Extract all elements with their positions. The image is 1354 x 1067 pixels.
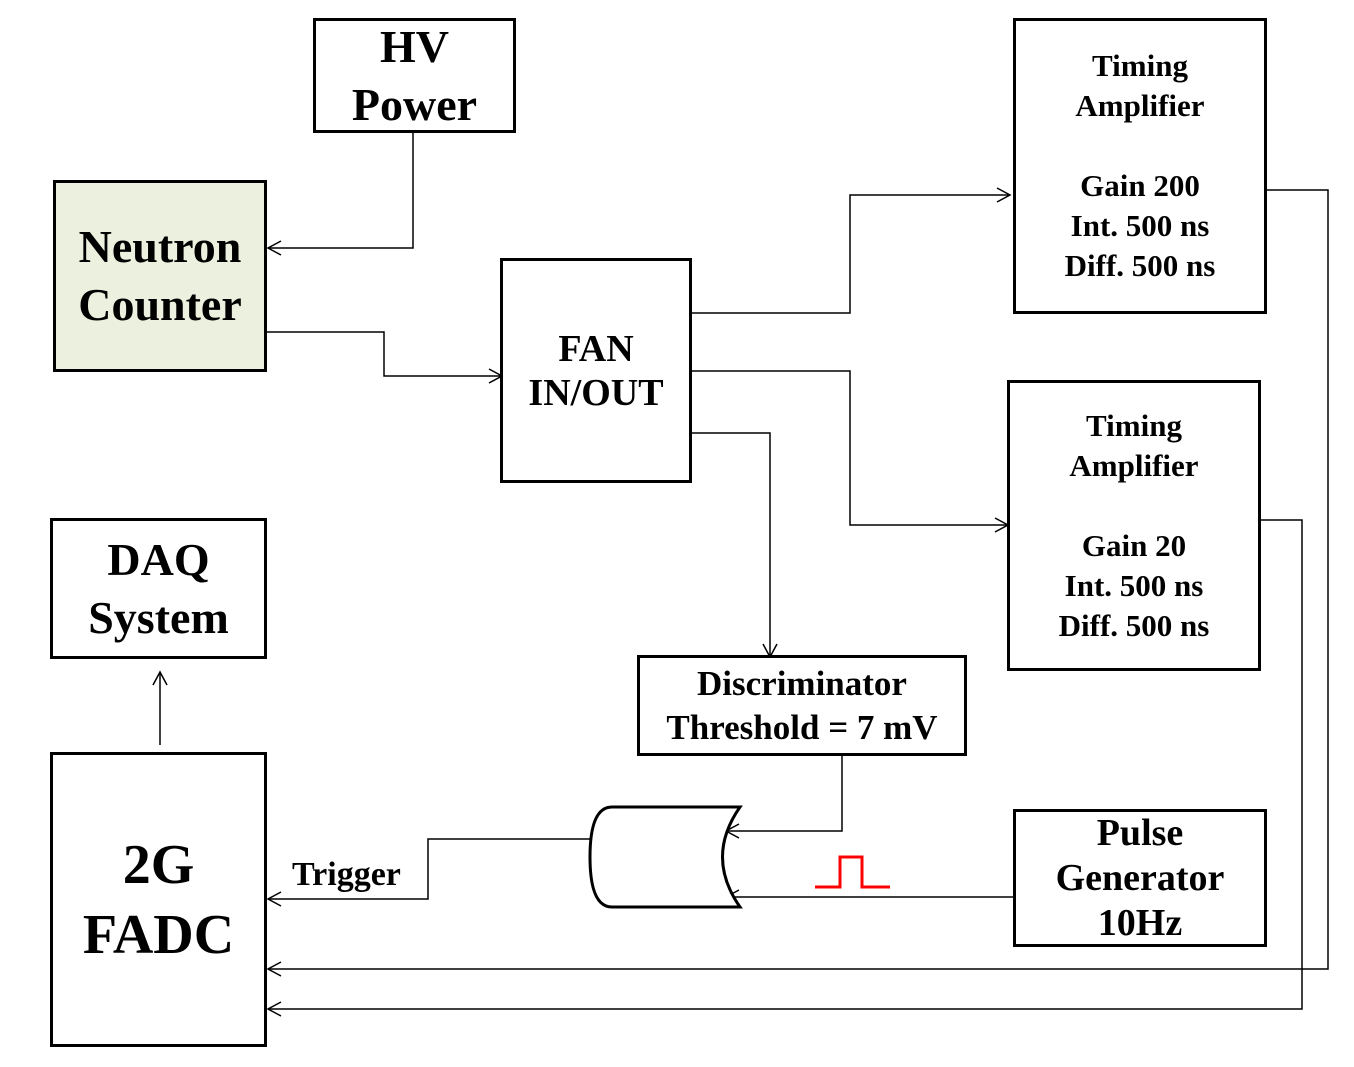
- wire-gate-to-fadc: [266, 838, 590, 907]
- discriminator-line1: Discriminator: [697, 663, 907, 703]
- timing-amplifier-1-box: Timing Amplifier Gain 200 Int. 500 ns Di…: [1013, 18, 1267, 314]
- neutron-counter-box: Neutron Counter: [53, 180, 267, 372]
- wire-discriminator-to-gate: [724, 755, 843, 839]
- wire-counter-to-fan: [266, 331, 504, 384]
- neutron-counter-line1: Neutron: [78, 221, 242, 272]
- discriminator-line2: Threshold = 7 mV: [666, 707, 938, 747]
- amp1-title1: Timing: [1092, 48, 1188, 83]
- amp2-diff: Diff. 500 ns: [1058, 607, 1210, 643]
- hv-power-line1: HV: [380, 20, 449, 72]
- pulse-generator-line3: 10Hz: [1097, 901, 1183, 944]
- amp1-int: Int. 500 ns: [1070, 208, 1210, 243]
- amp1-title2: Amplifier: [1075, 88, 1205, 123]
- amp2-gain: Gain 20: [1081, 527, 1187, 563]
- timing-amplifier-2-box: Timing Amplifier Gain 20 Int. 500 ns Dif…: [1007, 380, 1261, 671]
- hv-power-line2: Power: [351, 78, 478, 130]
- wire-amp1-to-fadc: [266, 189, 1329, 977]
- wire-hv-to-counter: [266, 133, 414, 256]
- fan-in-out-box: FAN IN/OUT: [500, 258, 692, 483]
- wire-fan-to-amp2: [691, 370, 1010, 533]
- amp2-title2: Amplifier: [1069, 447, 1199, 483]
- amp1-diff: Diff. 500 ns: [1064, 248, 1216, 283]
- amp2-int: Int. 500 ns: [1064, 567, 1204, 603]
- wire-fan-to-amp1: [691, 187, 1012, 314]
- fadc-line2: FADC: [82, 903, 235, 966]
- pulse-generator-line1: Pulse: [1096, 811, 1184, 854]
- wire-amp2-to-fadc: [266, 519, 1303, 1017]
- fan-line1: FAN: [558, 327, 634, 370]
- amp2-title1: Timing: [1086, 407, 1182, 443]
- fadc-box: 2G FADC: [50, 752, 267, 1047]
- trigger-label: Trigger: [292, 856, 401, 893]
- discriminator-box: Discriminator Threshold = 7 mV: [637, 655, 967, 756]
- hv-power-box: HV Power: [313, 18, 516, 133]
- pulse-waveform-icon: [815, 855, 890, 889]
- daq-line2: System: [88, 591, 229, 643]
- amp1-gain: Gain 200: [1080, 168, 1200, 203]
- neutron-counter-line2: Counter: [78, 279, 242, 330]
- fan-line2: IN/OUT: [528, 371, 664, 414]
- pulse-generator-box: Pulse Generator 10Hz: [1013, 809, 1267, 947]
- daq-system-box: DAQ System: [50, 518, 267, 659]
- pulse-generator-line2: Generator: [1055, 856, 1225, 899]
- wire-fan-to-discriminator: [691, 432, 778, 659]
- daq-line1: DAQ: [107, 533, 210, 585]
- fadc-line1: 2G: [122, 833, 195, 896]
- or-gate-symbol: [588, 805, 743, 909]
